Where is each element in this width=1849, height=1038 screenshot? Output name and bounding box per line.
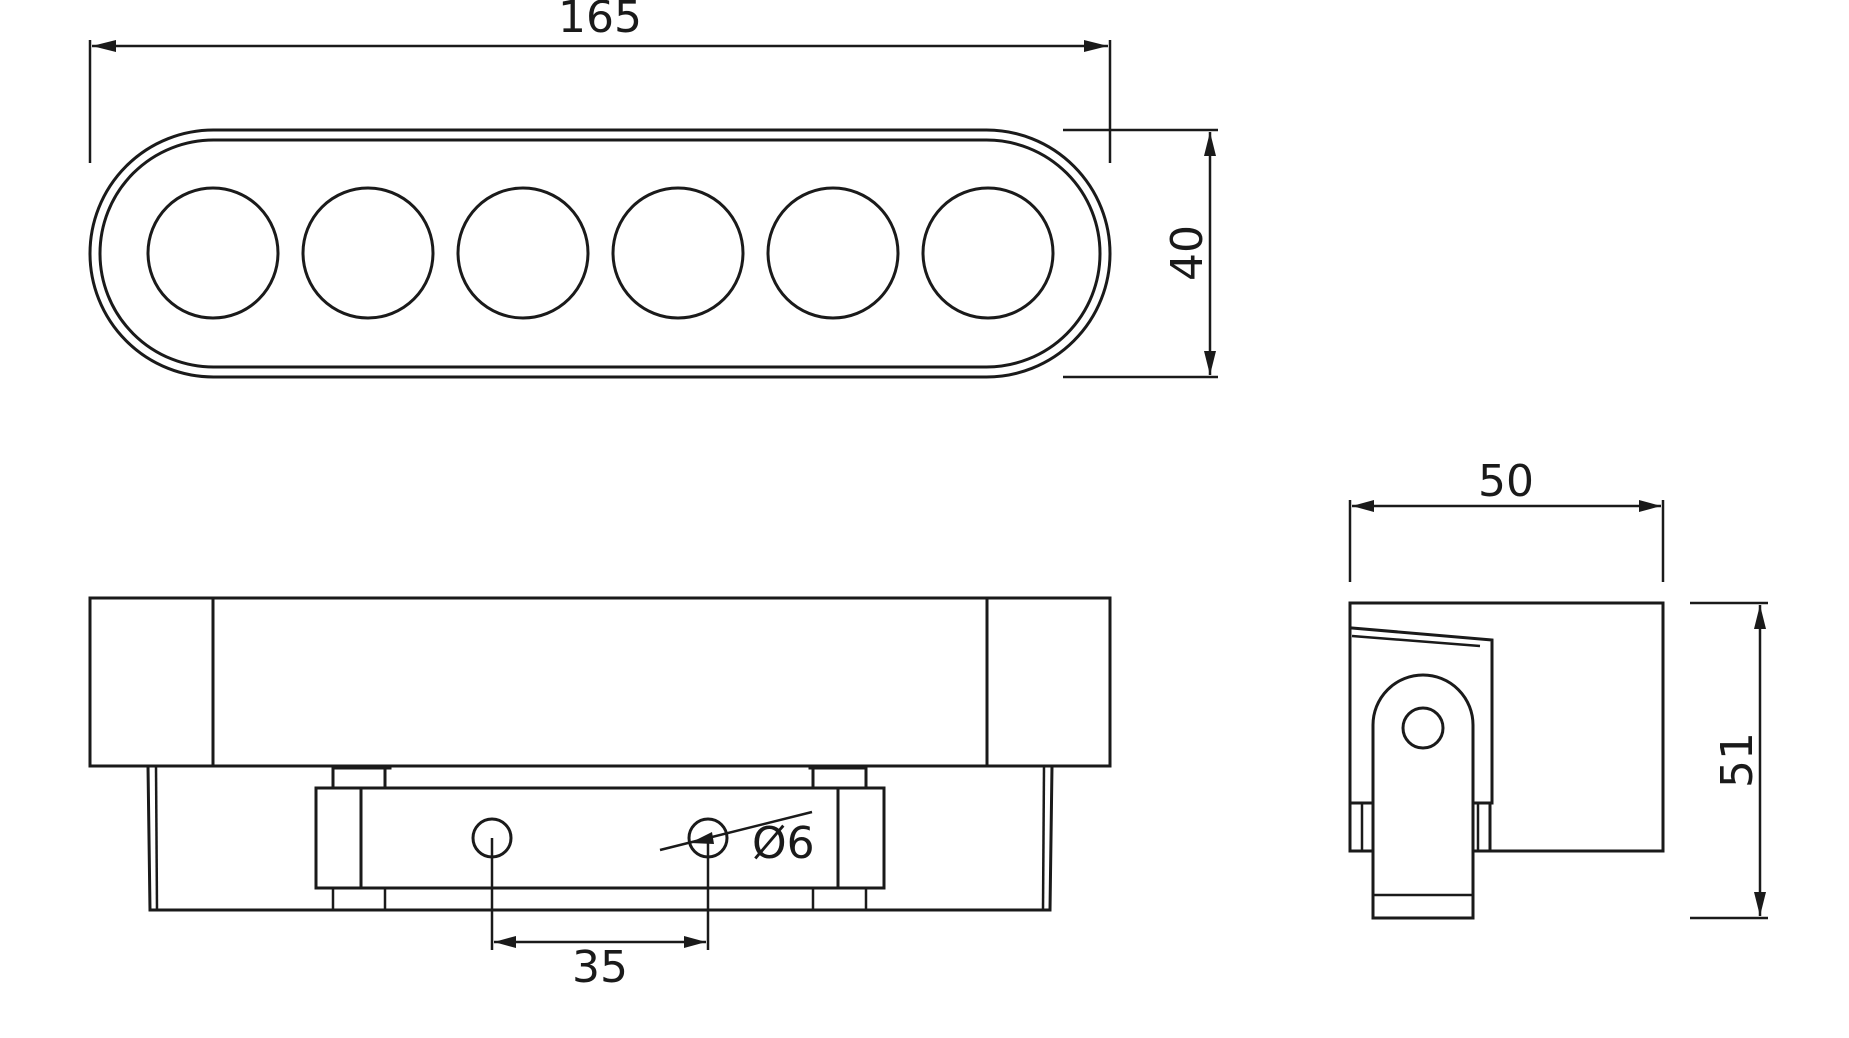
arrow-bottom — [1204, 351, 1216, 375]
dimension-label-165: 165 — [558, 0, 642, 43]
arrow-right — [1084, 40, 1108, 52]
dimension-51: 51 — [1690, 601, 1768, 920]
diameter-arrow — [690, 832, 714, 844]
housing-inner-outline — [98, 138, 1102, 369]
dimension-label-40: 40 — [1162, 225, 1213, 281]
dimension-label-51: 51 — [1712, 732, 1763, 788]
front-base-outline — [146, 764, 1054, 912]
arrow-left — [92, 40, 116, 52]
arrow-bottom — [1754, 892, 1766, 916]
arrow-top — [1754, 605, 1766, 629]
mounting-bracket-outline — [314, 786, 886, 890]
arrow-right — [1639, 500, 1661, 512]
side-body-outline — [1348, 601, 1665, 853]
side-bracket-arm — [1371, 673, 1475, 920]
dimension-35: 35 — [490, 838, 710, 993]
dimension-165: 165 — [88, 0, 1112, 163]
dimension-40: 40 — [1063, 128, 1218, 379]
top-view — [88, 128, 1112, 379]
front-base-inner-left — [154, 765, 159, 911]
dimension-label-35: 35 — [572, 942, 628, 993]
diameter-leader-line — [659, 810, 813, 852]
lens-circle-6 — [921, 186, 1055, 320]
lens-circle-1 — [146, 186, 280, 320]
dimension-diameter-6: Ø6 — [659, 810, 815, 869]
arrow-right — [684, 936, 706, 948]
side-lens-face — [1350, 626, 1494, 805]
side-lens-face-inner — [1351, 634, 1481, 648]
lens-circle-5 — [766, 186, 900, 320]
front-view — [88, 596, 1112, 912]
dimension-label-50: 50 — [1478, 456, 1534, 507]
front-base-inner-right — [1041, 765, 1046, 911]
housing-outer-outline — [88, 128, 1112, 379]
front-body-outline — [88, 596, 1112, 768]
dimension-50: 50 — [1348, 456, 1665, 582]
arrow-left — [1352, 500, 1374, 512]
lens-circle-3 — [456, 186, 590, 320]
lens-circle-4 — [611, 186, 745, 320]
dimension-label-diameter: Ø6 — [752, 818, 815, 869]
side-view — [1348, 601, 1665, 920]
side-pivot-hole — [1401, 706, 1445, 750]
lens-group — [146, 186, 1055, 320]
arrow-top — [1204, 132, 1216, 156]
lens-circle-2 — [301, 186, 435, 320]
arrow-left — [494, 936, 516, 948]
